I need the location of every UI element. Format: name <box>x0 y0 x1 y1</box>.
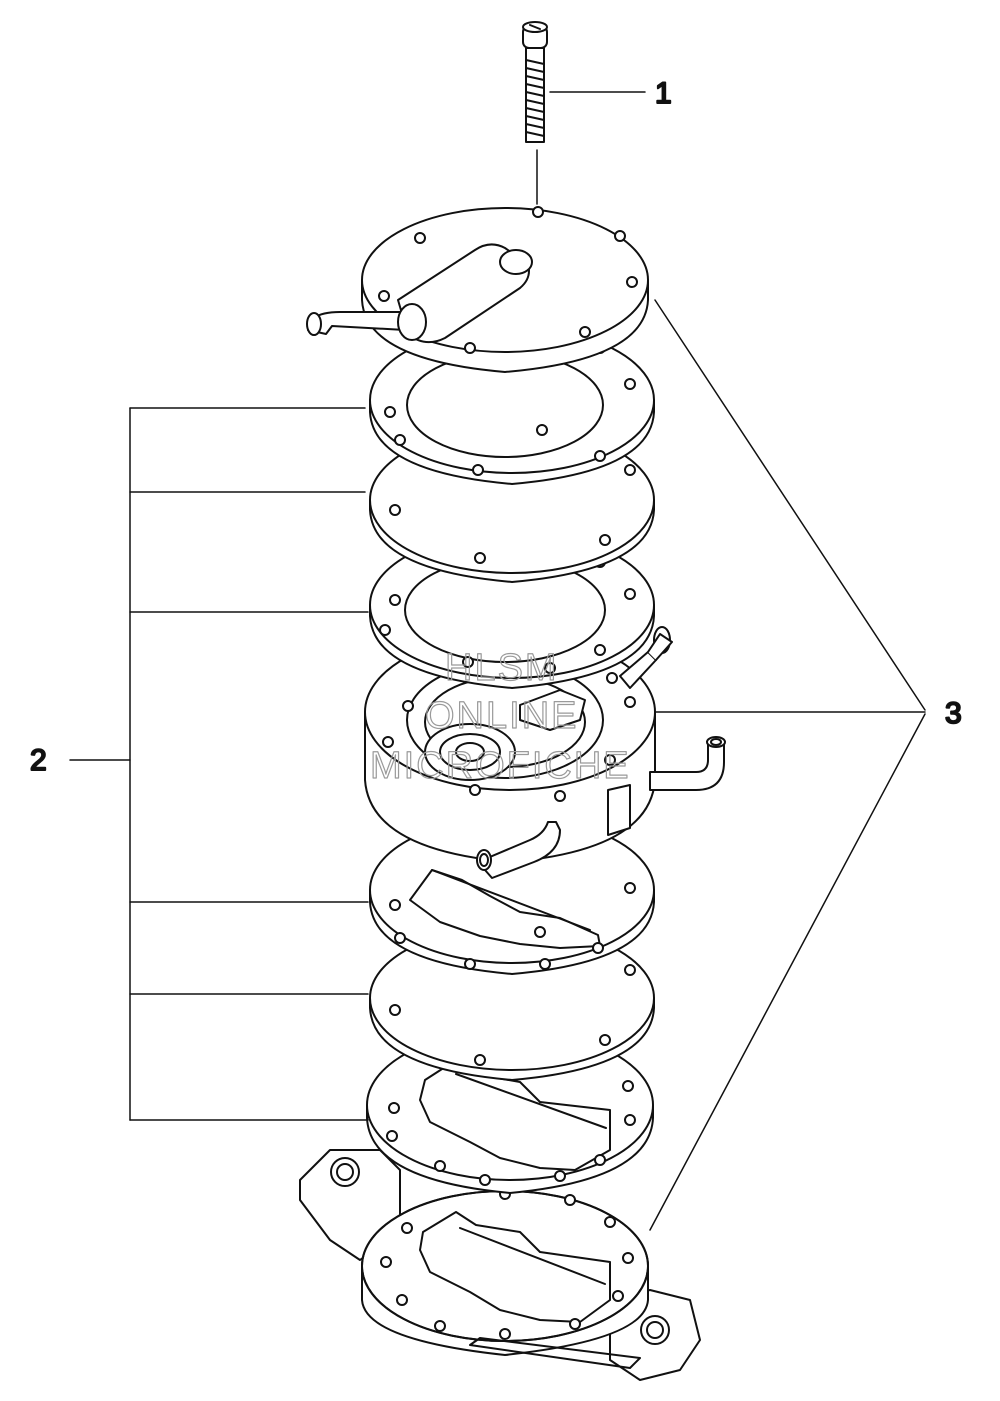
watermark-line-2: ONLINE <box>425 695 578 737</box>
callout-2: 2 <box>30 744 47 777</box>
fitting-right <box>649 736 726 791</box>
watermark-line-1: HLSM <box>445 647 559 689</box>
screw-icon <box>522 21 548 143</box>
watermark: HLSM ONLINE MICROFICHE <box>369 646 631 787</box>
cover-fitting <box>306 243 533 344</box>
fitting-top-right <box>619 626 673 689</box>
gasket-lower-2 <box>369 816 655 975</box>
gasket-upper-1 <box>369 326 655 485</box>
leader-lines <box>69 91 926 1231</box>
pump-base-icon <box>299 1149 701 1381</box>
callout-3: 3 <box>945 697 962 730</box>
watermark-line-3: MICROFICHE <box>370 745 631 787</box>
callout-1: 1 <box>655 77 672 110</box>
fitting-bottom <box>476 821 561 879</box>
